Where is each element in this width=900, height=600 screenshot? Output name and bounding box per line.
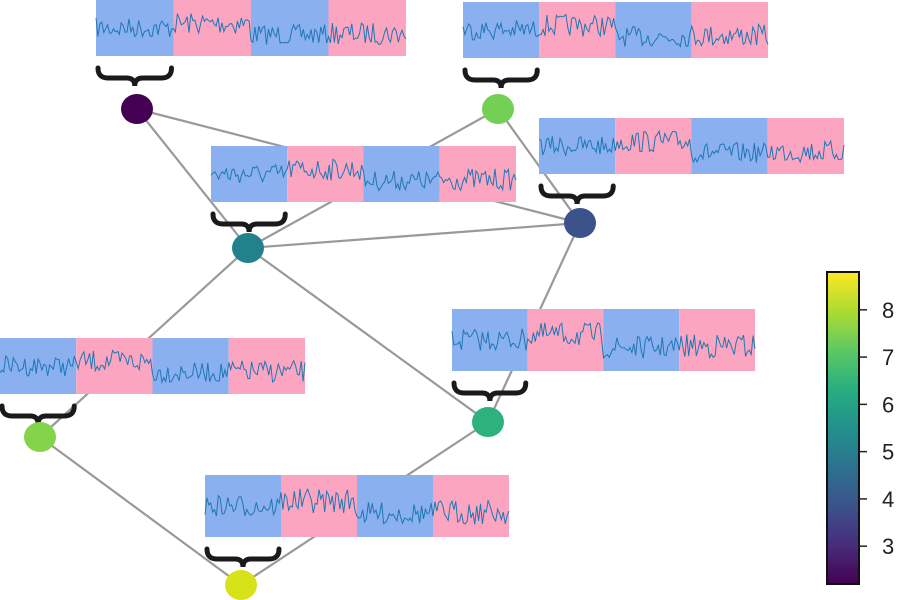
colorbar-tick-label: 4: [882, 487, 894, 512]
colorbar-gradient: [826, 271, 860, 585]
segment: [615, 118, 692, 174]
segment: [96, 0, 174, 56]
signal-trace: [210, 158, 517, 192]
graph-node: [472, 407, 504, 437]
signal-panel: [538, 118, 845, 174]
segment: [173, 0, 251, 56]
signal-panel: [0, 338, 306, 394]
segment: [463, 2, 540, 58]
colorbar-ticks: 3 4 5 6 7 8: [859, 298, 894, 559]
signal-trace: [451, 322, 756, 360]
segment: [767, 118, 844, 174]
signal-trace: [0, 349, 306, 385]
signal-trace: [204, 488, 510, 525]
segment: [287, 146, 364, 202]
signal-panels: [0, 0, 845, 568]
segment: [251, 0, 329, 56]
graph-node: [564, 208, 596, 238]
nodes: [24, 94, 596, 600]
segment: [539, 2, 616, 58]
brace-icon: [462, 67, 540, 89]
segment: [76, 338, 153, 394]
brace-icon: [95, 65, 174, 87]
colorbar-tick-label: 5: [882, 440, 894, 465]
colorbar-tick-label: 7: [882, 345, 894, 370]
segment: [433, 475, 509, 537]
segment: [357, 475, 433, 537]
signal-panel: [204, 475, 510, 537]
segment: [452, 309, 528, 371]
signal-trace: [538, 129, 845, 164]
edge: [39, 436, 242, 586]
colorbar: 3 4 5 6 7 8: [826, 271, 894, 585]
signal-panel: [210, 146, 517, 202]
signal-trace: [462, 13, 769, 48]
edge: [247, 221, 581, 250]
colorbar-tick-label: 6: [882, 392, 894, 417]
colorbar-tick-label: 8: [882, 298, 894, 323]
segment: [603, 309, 680, 371]
segment: [0, 338, 77, 394]
brace-icon: [451, 380, 529, 402]
colorbar-tick-label: 3: [882, 534, 894, 559]
signal-panel: [451, 309, 756, 371]
graph-node: [225, 570, 257, 600]
segment: [211, 146, 288, 202]
brace-icon: [0, 403, 77, 425]
signal-panel: [95, 0, 407, 56]
graph-node: [482, 94, 514, 124]
brace-icon: [538, 183, 616, 205]
signal-panel: [462, 2, 769, 58]
segment: [152, 338, 229, 394]
brace-icon: [204, 546, 282, 568]
brace-icon: [210, 211, 288, 233]
segment: [527, 309, 604, 371]
graph-node: [121, 94, 153, 124]
edge: [247, 247, 489, 423]
segment: [615, 2, 692, 58]
graph-node: [232, 233, 264, 263]
graph-node: [24, 422, 56, 452]
segment: [691, 2, 768, 58]
signal-trace: [95, 13, 407, 46]
